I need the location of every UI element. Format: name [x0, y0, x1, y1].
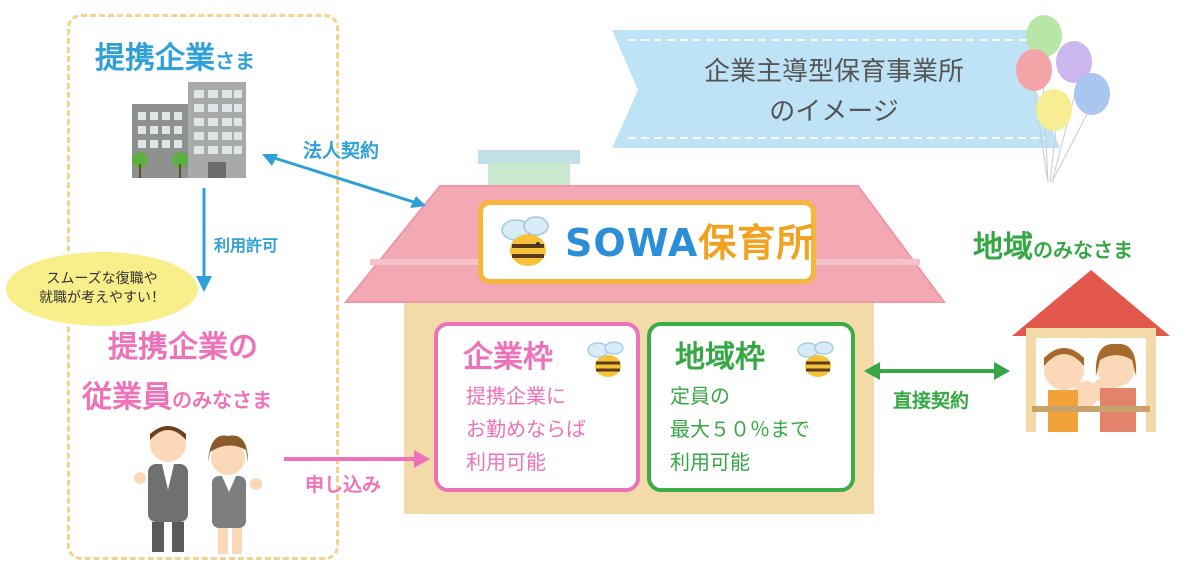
balloons-icon [1016, 15, 1110, 183]
contract-label: 法人契約 [303, 140, 380, 162]
businesspeople-icon [134, 426, 262, 554]
corporate-frame-title: 企業枠 [463, 340, 553, 375]
local-frame-text: 定員の 最大５０％まで 利用可能 [670, 380, 810, 479]
local-line-3: 利用可能 [670, 450, 750, 474]
local-residents-title: 地域のみなさま [973, 230, 1133, 265]
bubble-line-1: スムーズな復職や [46, 271, 158, 287]
corporate-line-3: 利用可能 [466, 450, 546, 474]
corporate-line-2: お勤めならば [466, 417, 586, 441]
apply-label: 申し込み [305, 474, 382, 496]
local-frame-title: 地域枠 [675, 340, 765, 375]
apply-arrow [284, 450, 430, 468]
corporate-frame-text: 提携企業に お勤めならば 利用可能 [466, 380, 586, 479]
employees-title-line-1: 提携企業の [108, 330, 258, 365]
permit-arrow [196, 188, 212, 292]
permit-label: 利用許可 [214, 236, 279, 255]
office-building-icon [132, 82, 246, 178]
nursery-sign-text: SOWA保育所 [565, 212, 815, 267]
ribbon-line-2: のイメージ [769, 97, 899, 127]
direct-contract-arrow [864, 362, 1010, 380]
brand-name: SOWA [565, 221, 699, 265]
bubble-line-2: 就職が考えやすい！ [39, 290, 165, 306]
bee-icon [587, 341, 624, 377]
direct-contract-label: 直接契約 [893, 390, 970, 412]
corporate-line-1: 提携企業に [466, 384, 566, 408]
partner-company-title: 提携企業さま [95, 41, 255, 76]
bee-icon [501, 216, 549, 266]
bee-icon [797, 341, 834, 377]
local-frame-card [647, 322, 855, 492]
speech-bubble: スムーズな復職や 就職が考えやすい！ [6, 252, 198, 326]
ribbon-banner [612, 30, 1060, 148]
local-line-2: 最大５０％まで [670, 417, 810, 441]
family-house-icon [1012, 270, 1170, 432]
employees-title-line-2: 従業員のみなさま [82, 380, 272, 415]
ribbon-line-1: 企業主導型保育事業所 [703, 57, 964, 87]
contract-arrow [262, 154, 426, 208]
local-line-1: 定員の [670, 384, 730, 408]
ribbon-title: 企業主導型保育事業所 のイメージ [664, 52, 1004, 132]
nursery-name: 保育所 [698, 221, 816, 265]
